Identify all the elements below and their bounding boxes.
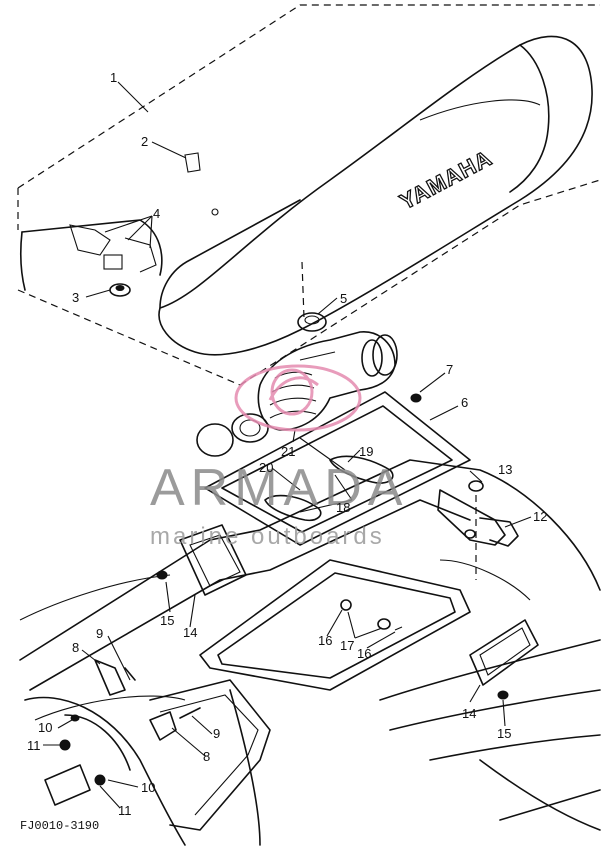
callout-14-right: 14 [462,706,476,721]
callout-2: 2 [141,134,148,149]
callout-5: 5 [340,291,347,306]
armada-watermark: ARMADA marine outboards [150,364,408,550]
callout-13: 13 [498,462,512,477]
callout-4: 4 [153,206,160,221]
vent-cover-right [469,619,539,686]
callout-11-lower: 11 [118,803,132,818]
armada-logo-mark [234,364,362,432]
leader-lines [43,81,532,809]
callout-9-lower: 9 [213,726,220,741]
callout-8-lower: 8 [203,749,210,764]
callout-20: 20 [259,460,273,475]
watermark-title: ARMADA [150,459,408,517]
callout-10-left: 10 [38,720,52,735]
callout-14-left: 14 [183,625,197,640]
callout-16-left: 16 [318,633,332,648]
callout-18: 18 [336,500,350,515]
hatch-gasket-assembly [204,391,471,546]
callout-15-left: 15 [160,613,174,628]
callout-15-right: 15 [497,726,511,741]
callout-11-left: 11 [27,738,41,753]
callout-19: 19 [359,444,373,459]
callout-7: 7 [446,362,453,377]
watermark-subtitle: marine outboards [150,523,385,550]
drawing-code: FJ0010-3190 [20,819,99,833]
callout-16-right: 16 [357,646,371,661]
grommet-part-3 [109,283,131,297]
air-duct-assembly [196,261,398,457]
deck-hull [19,459,601,846]
callout-10-lower: 10 [141,780,155,795]
callout-21: 21 [281,444,295,459]
callout-6: 6 [461,395,468,410]
hardware-bits [44,570,509,806]
yamaha-brand-text: YAMAHA [396,145,497,214]
seat: YAMAHA [17,4,601,386]
vent-cover-left [179,524,247,596]
latch-assembly [437,480,519,580]
callout-8-left: 8 [72,640,79,655]
callout-17: 17 [340,638,354,653]
callout-12: 12 [533,509,547,524]
callout-1: 1 [110,70,117,85]
callout-3: 3 [72,290,79,305]
callout-labels: 1 2 3 4 5 6 7 8 8 9 9 10 10 11 11 12 13 … [27,70,547,818]
callout-9-left: 9 [96,626,103,641]
